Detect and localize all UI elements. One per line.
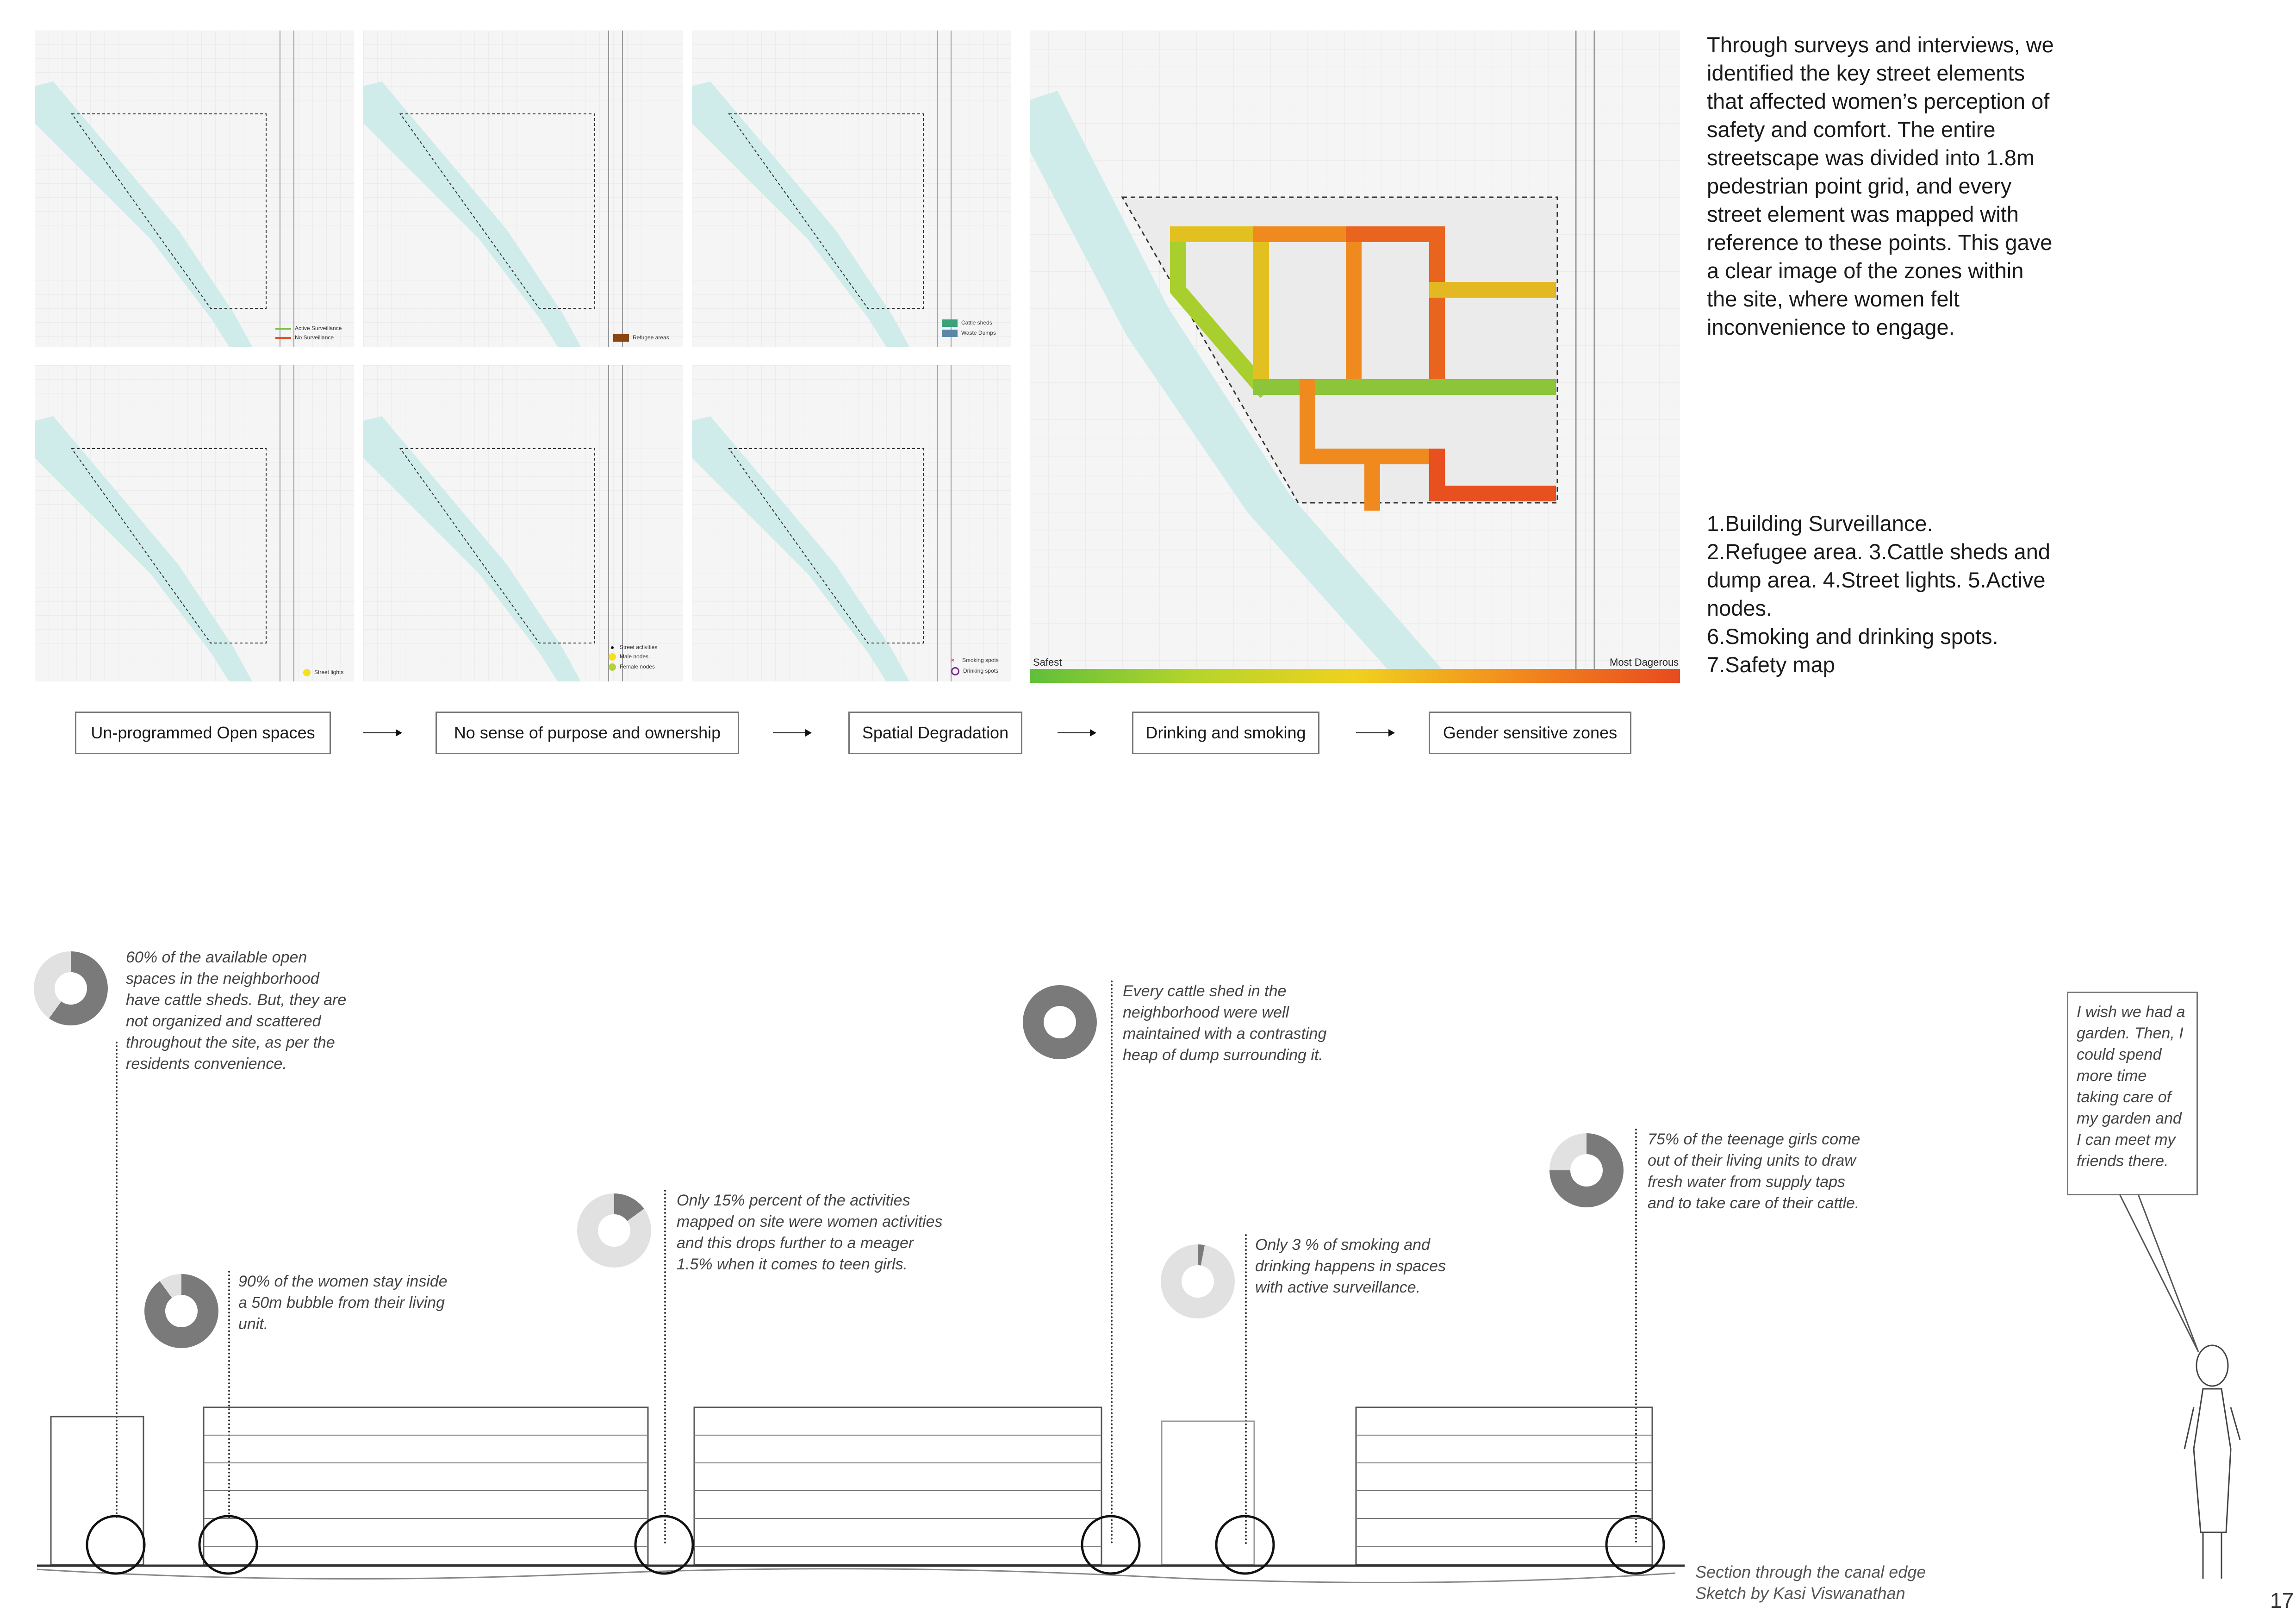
focus-circle: [634, 1515, 694, 1575]
legend-list-item: 7.Safety map: [1707, 652, 1835, 677]
flow-step-4: Drinking and smoking: [1132, 712, 1319, 754]
map-street-lights: Street lights: [35, 365, 354, 681]
map-legend: Cattle sheds Waste Dumps: [942, 317, 996, 337]
map-legend-list: 1.Building Surveillance. 2.Refugee area.…: [1707, 509, 2059, 679]
flow-step-3: Spatial Degradation: [848, 712, 1022, 754]
donut-chart: [144, 1274, 218, 1348]
speech-pointer: [2119, 1194, 2199, 1352]
legend-label: Street activities: [620, 644, 658, 650]
map-drawing: [35, 31, 354, 347]
legend-swatch: [609, 663, 616, 671]
route-segment: [1170, 226, 1272, 398]
legend-label: Cattle sheds: [961, 319, 992, 326]
legend-swatch: [609, 653, 616, 661]
safety-label-most-dangerous: Most Dagerous: [1610, 656, 1679, 668]
leader-line: [664, 1190, 666, 1544]
legend-swatch: [942, 319, 958, 327]
focus-circle: [1605, 1515, 1665, 1575]
map-drawing: [692, 31, 1011, 347]
safety-label-safest: Safest: [1033, 656, 1062, 668]
map-drawing: [692, 365, 1011, 681]
leader-line: [1111, 981, 1113, 1544]
legend-swatch: [942, 330, 958, 337]
flow-arrow-icon: [1058, 729, 1096, 737]
donut-chart: [1161, 1244, 1235, 1318]
intro-paragraph: Through surveys and interviews, we ident…: [1707, 32, 2054, 339]
map-legend: Street lights: [303, 666, 343, 676]
safety-map-drawing: [1030, 31, 1680, 683]
legend-swatch: [303, 669, 311, 676]
legend-label: Female nodes: [620, 663, 655, 670]
route-segment: [1300, 379, 1445, 464]
legend-list-item: 1.Building Surveillance.: [1707, 511, 1933, 536]
caption-line: Sketch by Kasi Viswanathan: [1695, 1584, 1905, 1603]
focus-circle: [86, 1515, 146, 1575]
donut-chart: [34, 951, 108, 1025]
focus-circle: [1215, 1515, 1275, 1575]
flow-arrow-icon: [363, 729, 402, 737]
note-text: Only 3 % of smoking and drinking happens…: [1255, 1236, 1446, 1296]
map-legend: Street activities Male nodes Female node…: [609, 641, 657, 671]
note-text: Only 15% percent of the activities mappe…: [677, 1192, 943, 1273]
leader-line: [1245, 1234, 1247, 1544]
donut-chart: [1023, 985, 1097, 1059]
map-drawing: [363, 365, 683, 681]
flow-step-5: Gender sensitive zones: [1429, 712, 1631, 754]
map-legend: Active Surveillance No Surveillance: [275, 322, 342, 341]
map-building-surveillance: Active Surveillance No Surveillance: [35, 31, 354, 347]
flow-arrow-icon: [1356, 729, 1395, 737]
note-text: 90% of the women stay inside a 50m bubbl…: [238, 1273, 448, 1333]
leader-line: [228, 1271, 230, 1518]
legend-swatch: [951, 667, 959, 675]
legend-swatch: [611, 646, 614, 649]
legend-label: Smoking spots: [962, 657, 999, 664]
note-text: 75% of the teenage girls come out of the…: [1648, 1131, 1860, 1212]
legend-swatch: [613, 334, 629, 342]
legend-label: No Surveillance: [295, 334, 334, 341]
legend-label: Refugee areas: [633, 334, 669, 341]
route-segment: [1346, 226, 1445, 395]
flow-arrow-icon: [773, 729, 812, 737]
caption-line: Section through the canal edge: [1695, 1562, 1926, 1581]
note-text: Every cattle shed in the neighborhood we…: [1123, 982, 1327, 1064]
map-cattle-sheds-dumps: Cattle sheds Waste Dumps: [692, 31, 1011, 347]
legend-label: Waste Dumps: [961, 330, 996, 337]
flow-step-2: No sense of purpose and ownership: [436, 712, 739, 754]
leader-line: [1635, 1129, 1637, 1543]
map-legend: Refugee areas: [613, 331, 669, 342]
focus-circle: [198, 1515, 258, 1575]
safety-gradient-bar: [1030, 669, 1680, 683]
safety-map: [1030, 31, 1680, 683]
legend-label: Street lights: [314, 669, 344, 676]
legend-list-item: 2.Refugee area. 3.Cattle sheds and dump …: [1707, 539, 2051, 620]
map-drawing: [363, 31, 683, 347]
donut-chart: [577, 1193, 651, 1268]
legend-list-item: 6.Smoking and drinking spots.: [1707, 624, 1998, 649]
route-segment: [1429, 449, 1556, 501]
donut-chart: [1549, 1133, 1624, 1207]
note-text: 60% of the available open spaces in the …: [126, 949, 347, 1073]
legend-label: Active Surveillance: [295, 325, 342, 331]
legend-swatch: [275, 337, 291, 339]
girl-figure-sketch: [2184, 1344, 2241, 1579]
map-refugee-area: Refugee areas: [363, 31, 683, 347]
leader-line: [116, 1042, 118, 1518]
map-drawing: [35, 365, 354, 681]
map-smoking-drinking: × Smoking spots Drinking spots: [692, 365, 1011, 681]
flow-step-1: Un-programmed Open spaces: [75, 712, 331, 754]
legend-swatch: [275, 327, 291, 330]
focus-circle: [1081, 1515, 1141, 1575]
map-legend: × Smoking spots Drinking spots: [951, 654, 999, 675]
canal-edge-section-sketch: [37, 1406, 1685, 1583]
section-caption: Section through the canal edge Sketch by…: [1695, 1562, 1926, 1604]
legend-swatch: ×: [951, 657, 955, 663]
legend-label: Drinking spots: [963, 668, 999, 675]
page-number: 17: [2270, 1588, 2294, 1612]
map-active-nodes: Street activities Male nodes Female node…: [363, 365, 683, 681]
legend-label: Male nodes: [620, 653, 649, 660]
speech-bubble: I wish we had a garden. Then, I could sp…: [2067, 992, 2198, 1195]
